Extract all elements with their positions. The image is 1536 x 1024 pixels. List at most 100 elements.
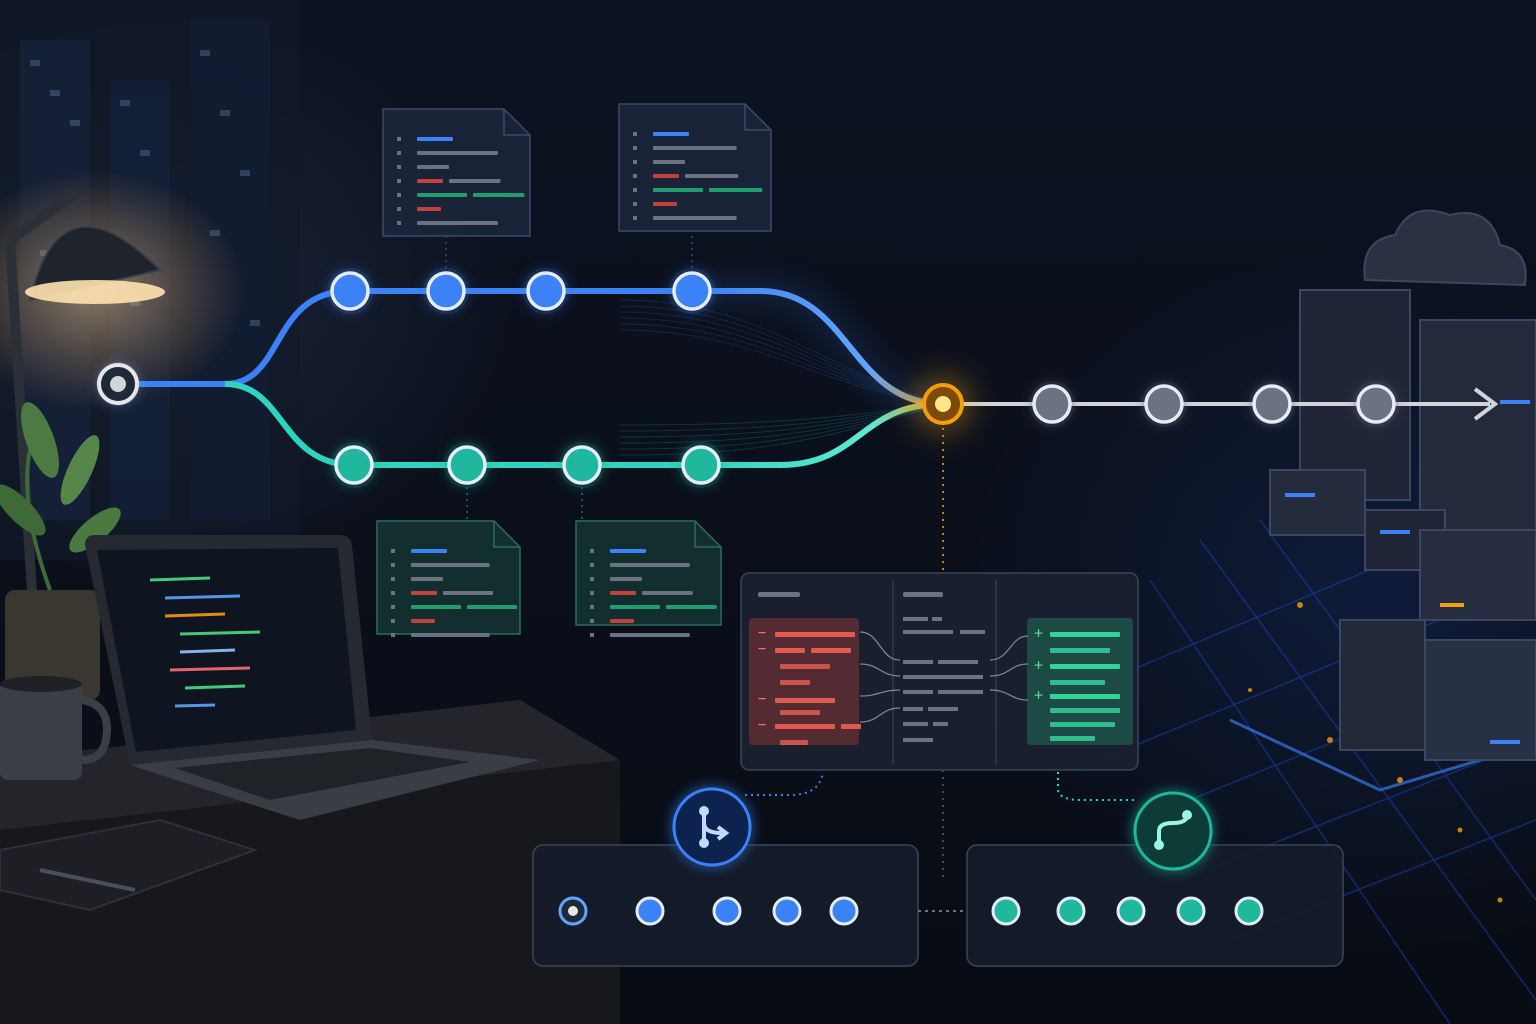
diff-card-blue-2-line [653, 202, 677, 206]
teal-commit-3 [562, 445, 602, 485]
removed-marker: − [758, 691, 766, 707]
mini-panel-merge [966, 791, 1344, 967]
diff-card-blue-2-gutter [633, 216, 637, 220]
diff-card-teal-2-line [610, 591, 636, 595]
diff-card-blue-2-line [653, 216, 737, 220]
removed-marker: − [758, 625, 766, 641]
diff-card-teal-2-body [575, 520, 722, 626]
mini-panel-merge-commit [1116, 896, 1146, 926]
merge-icon [1133, 791, 1213, 871]
diff-card-blue-1-gutter [397, 193, 401, 197]
diff-card-teal-1-gutter [391, 563, 395, 567]
added-marker: + [1034, 686, 1043, 704]
merge-stream [619, 403, 944, 444]
added-marker: + [1034, 624, 1043, 642]
removed-line [775, 724, 835, 729]
mini-panels [532, 771, 1344, 967]
blue-commit-3 [526, 271, 566, 311]
branch-icon-fork [702, 822, 723, 835]
diff-card-blue-2-line [653, 188, 703, 192]
diff-card-teal-1 [376, 487, 521, 637]
blue-commit-4 [672, 271, 712, 311]
diff-card-teal-1-line [411, 591, 437, 595]
diff-card-blue-1-gutter [397, 137, 401, 141]
mini-panel-branch-origin-core [568, 906, 578, 916]
main-commit-2 [1144, 384, 1184, 424]
removed-line [775, 698, 835, 703]
branch-icon [672, 787, 752, 867]
added-line [1050, 632, 1120, 637]
added-line [1050, 664, 1120, 669]
diff-card-blue-2-gutter [633, 188, 637, 192]
laptop [85, 535, 540, 820]
mini-panel-merge-commit [1176, 896, 1206, 926]
added-line [1050, 736, 1095, 741]
diff-card-blue-2-fold [744, 104, 771, 131]
circuit-grid [1059, 499, 1536, 1024]
diff-card-teal-1-gutter [391, 591, 395, 595]
branch-icon-arrow [716, 825, 730, 841]
merge-stream [619, 329, 944, 405]
diff-card-blue-2-line [653, 146, 737, 150]
main-commit-4 [1356, 384, 1396, 424]
diff-card-blue-1-line [417, 207, 441, 211]
diff-card-teal-1-gutter [391, 549, 395, 553]
merge-stream [619, 403, 944, 450]
merge-stream [619, 403, 944, 438]
diff-card-teal-2-line [610, 563, 690, 567]
diff-card-blue-2-gutter [633, 132, 637, 136]
diff-card-blue-1-line [473, 193, 525, 197]
diff-card-teal-2-gutter [590, 549, 594, 553]
diff-card-teal-1-fold [493, 521, 520, 548]
mini-panel-branch-commit [635, 896, 665, 926]
diff-card-blue-1-line [449, 179, 501, 183]
merge-icon-dot [1182, 810, 1192, 820]
diff-card-blue-2-gutter [633, 174, 637, 178]
merge-stream [619, 305, 944, 405]
branch-icon-dot [699, 806, 709, 816]
diff-card-blue-2-gutter [633, 160, 637, 164]
diff-card-teal-2-gutter [590, 633, 594, 637]
desk-lamp [0, 170, 245, 721]
removed-line [780, 680, 810, 685]
diff-card-teal-2-fold [694, 521, 721, 548]
cloud-servers [1269, 209, 1536, 761]
mini-panel-merge-commit [1234, 896, 1264, 926]
removed-line [780, 664, 830, 669]
diff-card-blue-1-gutter [397, 179, 401, 183]
diff-card-teal-1-gutter [391, 619, 395, 623]
mini-panel-branch-commit [829, 896, 859, 926]
diff-card-blue-2-gutter [633, 146, 637, 150]
diff-card-blue-2-line [653, 174, 679, 178]
branch-icon-ring [672, 787, 752, 867]
diff-cards [376, 103, 772, 637]
added-line [1050, 680, 1105, 685]
diff-card-teal-2-gutter [590, 619, 594, 623]
merge-stream [619, 403, 944, 426]
mini-panel-branch [532, 787, 919, 967]
diff-card-teal-2-line [610, 619, 634, 623]
diff-card-blue-1-body [382, 108, 531, 237]
diff-card-teal-2-gutter [590, 577, 594, 581]
merge-stream [619, 403, 944, 432]
merge-commit-core [935, 396, 951, 412]
diff-card-blue-1-line [417, 193, 467, 197]
commit-graph [96, 268, 1499, 880]
added-marker: + [1034, 656, 1043, 674]
diff-card-blue-1-line [417, 137, 453, 141]
mini-panel-branch-commit [772, 896, 802, 926]
diff-card-teal-1-line [411, 563, 490, 567]
diff-card-teal-1-line [411, 633, 490, 637]
merge-icon-connector [1057, 772, 1135, 801]
teal-commit-2 [447, 445, 487, 485]
diff-card-teal-1-line [411, 577, 443, 581]
branch-split-teal [224, 381, 355, 468]
mini-panel-merge-commit [1056, 896, 1086, 926]
merge-glow-blue [692, 283, 944, 412]
diff-card-teal-1-gutter [391, 633, 395, 637]
merge-icon-dot [1154, 840, 1164, 850]
removed-line [841, 724, 861, 729]
blue-commit-1 [330, 271, 370, 311]
added-line [1050, 722, 1115, 727]
